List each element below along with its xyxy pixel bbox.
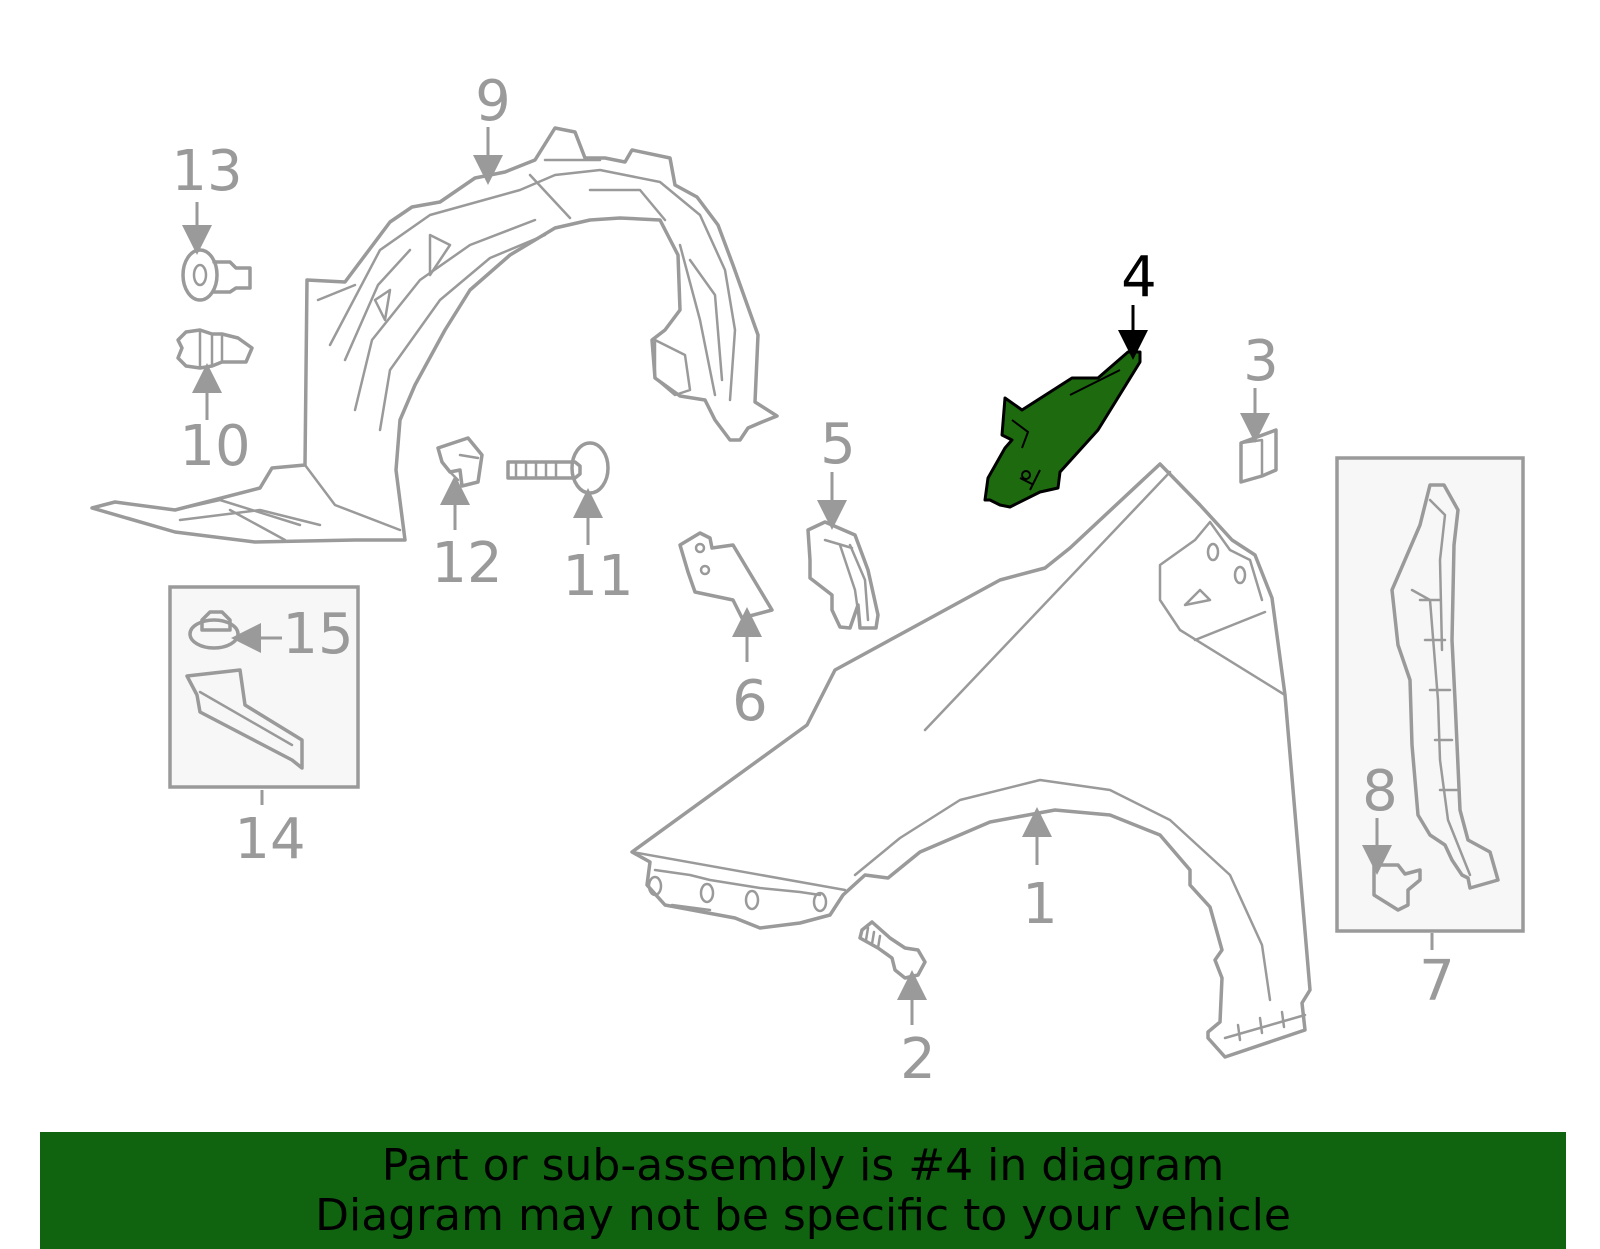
bracket-part-6[interactable] xyxy=(678,531,774,620)
seal-part-14[interactable] xyxy=(185,668,304,770)
nut-clip-part-12[interactable] xyxy=(436,436,484,488)
info-banner: Part or sub-assembly is #4 in diagram Di… xyxy=(40,1132,1566,1249)
bolt-part-2[interactable] xyxy=(858,920,927,980)
fender-part-1[interactable] xyxy=(630,462,1312,1059)
callout-3: 3 xyxy=(1243,329,1279,394)
callout-10: 10 xyxy=(179,414,250,479)
highlighted-bracket-part-4[interactable] xyxy=(983,350,1142,509)
callout-5: 5 xyxy=(820,412,856,477)
parts-diagram: 9 13 10 12 11 15 14 xyxy=(90,69,1525,1092)
callout-4: 4 xyxy=(1121,245,1157,310)
clip-part-13[interactable] xyxy=(181,248,252,302)
callout-15: 15 xyxy=(282,602,353,667)
kit-box-part-7 xyxy=(1335,456,1525,933)
rail-part-7[interactable] xyxy=(1390,483,1500,890)
callout-14: 14 xyxy=(234,807,305,872)
callout-11: 11 xyxy=(562,544,633,609)
callout-9: 9 xyxy=(475,69,511,134)
push-clip-part-10[interactable] xyxy=(176,328,254,370)
callout-13: 13 xyxy=(171,139,242,204)
callout-2: 2 xyxy=(900,1027,936,1092)
callout-7: 7 xyxy=(1419,949,1455,1014)
banner-line-1: Part or sub-assembly is #4 in diagram xyxy=(381,1139,1225,1191)
bracket-part-5[interactable] xyxy=(806,520,880,630)
callout-8: 8 xyxy=(1362,759,1398,824)
clip-part-3[interactable] xyxy=(1239,428,1278,484)
bolt-part-11[interactable] xyxy=(506,441,610,495)
callout-6: 6 xyxy=(732,669,768,734)
fender-liner-part-9[interactable] xyxy=(90,126,779,544)
kit-box-part-14 xyxy=(168,585,360,789)
callout-12: 12 xyxy=(431,531,502,596)
callout-1: 1 xyxy=(1022,872,1058,937)
clip-part-8[interactable] xyxy=(1372,863,1422,912)
banner-line-2: Diagram may not be specific to your vehi… xyxy=(315,1189,1291,1241)
